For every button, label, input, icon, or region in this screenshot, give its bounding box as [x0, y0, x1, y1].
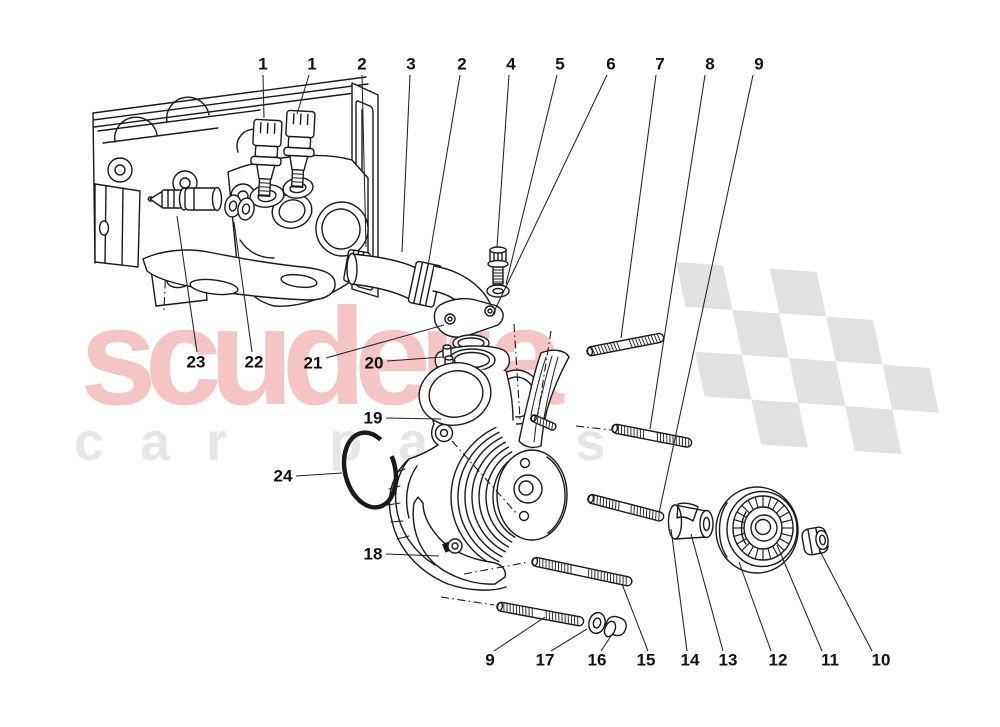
pump-lower-flange [412, 496, 507, 585]
callout-5[interactable]: 5 [555, 54, 565, 74]
stud [587, 493, 665, 522]
callout-15[interactable]: 15 [636, 650, 656, 670]
sealing-washers [224, 194, 255, 221]
callout-24[interactable]: 24 [273, 466, 293, 486]
callout-9t[interactable]: 9 [754, 54, 764, 74]
stud [529, 414, 557, 431]
callout-20[interactable]: 20 [364, 353, 384, 373]
stud [496, 601, 585, 627]
callout-6[interactable]: 6 [606, 54, 616, 74]
callout-21[interactable]: 21 [303, 353, 323, 373]
checkered-flag-watermark [676, 262, 939, 455]
callout-22[interactable]: 22 [244, 352, 264, 372]
stud [531, 556, 633, 587]
callout-19[interactable]: 19 [363, 408, 383, 428]
callout-14[interactable]: 14 [680, 650, 700, 670]
callout-1b[interactable]: 1 [307, 54, 317, 74]
oil-pressure-sensor [147, 186, 223, 212]
callout-2a[interactable]: 2 [357, 54, 367, 74]
callout-23[interactable]: 23 [186, 352, 206, 372]
mounting-studs [496, 332, 693, 627]
engine-block [92, 76, 379, 311]
coolant-hose-assembly [343, 249, 504, 338]
callout-1a[interactable]: 1 [258, 54, 268, 74]
callout-10[interactable]: 10 [871, 650, 891, 670]
callout-13[interactable]: 13 [718, 650, 738, 670]
idler-pulley [715, 486, 799, 574]
callout-8[interactable]: 8 [705, 54, 715, 74]
spacer-bushing [667, 502, 714, 540]
temperature-sensor [250, 118, 283, 197]
callout-9b[interactable]: 9 [485, 650, 495, 670]
hose-clamp [407, 260, 443, 308]
pump-pulley-face [496, 449, 568, 541]
callout-2b[interactable]: 2 [457, 54, 467, 74]
nut [801, 526, 829, 556]
callout-16[interactable]: 16 [587, 650, 607, 670]
callout-12[interactable]: 12 [768, 650, 788, 670]
callout-17[interactable]: 17 [535, 650, 555, 670]
stud [611, 423, 693, 448]
o-ring [341, 430, 399, 510]
callout-4[interactable]: 4 [506, 54, 516, 74]
callout-7[interactable]: 7 [655, 54, 665, 74]
cap-nut [603, 615, 627, 638]
callout-leader-lines [176, 74, 873, 652]
washer [486, 284, 510, 298]
washer [588, 611, 606, 635]
stud [586, 332, 665, 357]
callout-11[interactable]: 11 [821, 650, 839, 670]
callout-3[interactable]: 3 [406, 54, 416, 74]
callout-18[interactable]: 18 [363, 544, 383, 564]
bolt [487, 246, 509, 285]
pump-pulley-grooves [450, 426, 516, 568]
